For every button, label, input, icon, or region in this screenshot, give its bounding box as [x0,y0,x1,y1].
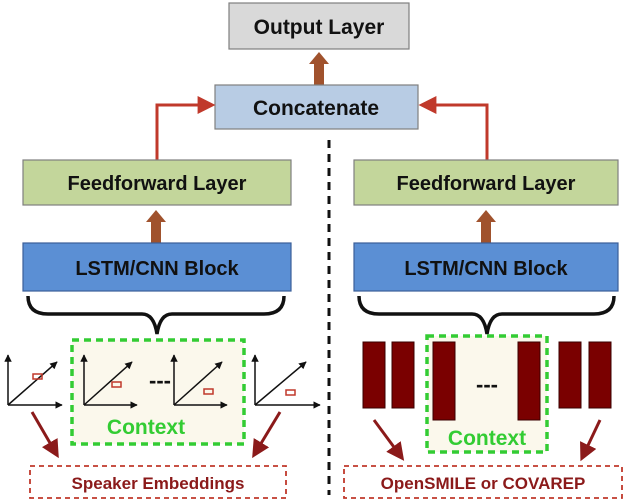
left-context-window [70,338,246,446]
right-source-arrow [372,419,405,461]
right-lstm-label: LSTM/CNN Block [404,258,568,280]
right-feedforward-label: Feedforward Layer [397,173,576,195]
right-lstm-node: LSTM/CNN Block [353,242,619,292]
left-lstm-node: LSTM/CNN Block [22,242,292,292]
left-feedforward-node: Feedforward Layer [22,159,292,206]
acoustic-frame-bar [558,341,582,409]
acoustic-frame-bar [588,341,612,409]
arrow-concat-to-output [309,52,329,85]
left-feedforward-label: Feedforward Layer [68,173,247,195]
left-arrow-lstm-to-feedforward [146,210,166,243]
left-source-label: Speaker Embeddings [72,474,245,493]
concatenate-node: Concatenate [214,84,419,130]
right-context-label: Context [448,427,526,450]
embedding-vector-icon [80,354,138,409]
acoustic-frame-bar [391,341,415,409]
embedding-vector-icon [4,354,63,409]
output-layer-node: Output Layer [228,2,410,50]
left-source-arrow [30,411,59,459]
arrow-left-feedforward-to-concat [155,96,216,160]
left-context-label: Context [107,416,185,439]
right-brace [357,295,616,335]
left-ellipsis-dashes: --- [149,368,171,393]
right-arrow-lstm-to-feedforward [476,210,496,243]
output-layer-label: Output Layer [254,16,385,39]
left-lstm-label: LSTM/CNN Block [75,258,239,280]
left-source-arrow [252,411,282,459]
arrow-right-feedforward-to-concat [418,96,489,160]
right-feedforward-node: Feedforward Layer [353,159,619,206]
right-ellipsis-dashes: --- [476,372,498,397]
embedding-vector-icon [170,354,228,409]
acoustic-frame-bar [517,341,541,421]
embedding-vector-icon [251,354,321,409]
concatenate-label: Concatenate [253,97,379,120]
acoustic-frame-bar [432,341,456,421]
left-source-box: Speaker Embeddings [29,465,287,499]
left-brace [26,295,286,335]
right-source-label: OpenSMILE or COVAREP [381,474,586,493]
right-source-box: OpenSMILE or COVAREP [343,465,623,499]
right-source-arrow [580,419,602,462]
acoustic-frame-bar [362,341,386,409]
